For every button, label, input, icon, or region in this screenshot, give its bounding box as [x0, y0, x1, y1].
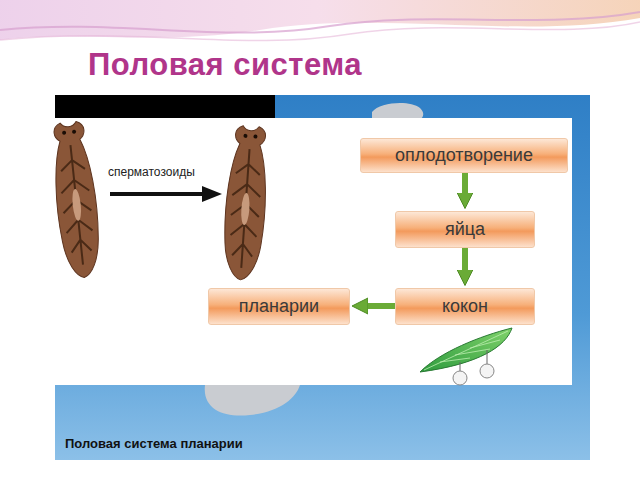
box-label: планарии — [239, 296, 319, 317]
sperm-arrow — [110, 186, 222, 202]
flow-arrow — [364, 303, 395, 309]
box-label: яйца — [445, 219, 485, 240]
planarian-left — [49, 120, 104, 279]
box-label: кокон — [442, 296, 488, 317]
white-panel — [55, 118, 572, 385]
black-bar — [55, 95, 275, 118]
leaf-with-cocoons — [420, 328, 512, 385]
process-box: оплодотворение — [360, 138, 568, 173]
process-box: яйца — [395, 211, 535, 248]
picture-background — [55, 95, 590, 460]
flow-arrow — [462, 173, 468, 197]
planarian-right — [221, 125, 271, 281]
arrow-label: сперматозоиды — [108, 165, 195, 179]
figure-caption: Половая система планарии — [65, 436, 243, 451]
process-box: планарии — [208, 288, 350, 325]
slide-title: Половая система — [88, 47, 362, 83]
process-box: кокон — [395, 288, 535, 325]
box-label: оплодотворение — [395, 145, 533, 166]
top-swirl — [0, 0, 640, 41]
flow-arrow — [462, 248, 468, 274]
